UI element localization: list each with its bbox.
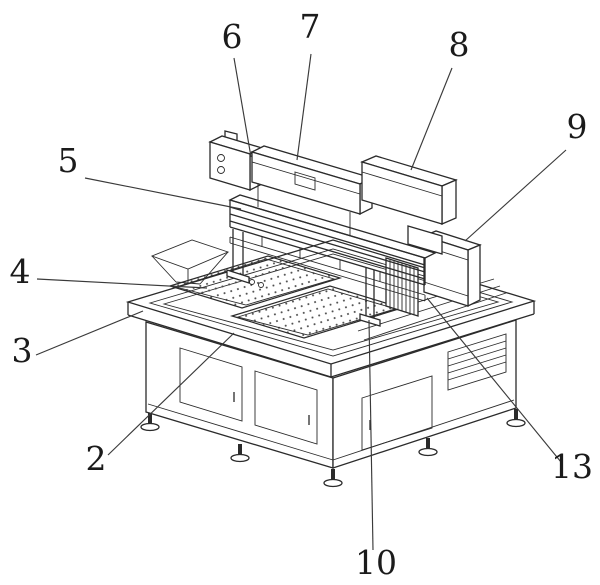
long-module-seam (251, 161, 361, 195)
leader-line-7 (296, 53, 312, 161)
vent-grille-frame (447, 333, 507, 391)
cabinet-door-right (361, 375, 433, 451)
crossbeam-rails (229, 199, 426, 286)
base-cabinet (145, 319, 517, 469)
gantry-left-post-base (226, 269, 250, 284)
vent-grille-slats (447, 340, 507, 381)
ref-label-2: 2 (86, 439, 107, 478)
leader-line-10 (368, 319, 374, 551)
leader-line-3 (35, 310, 144, 356)
leader-lines (35, 53, 567, 551)
foot-pad (230, 453, 250, 463)
material-hopper (150, 239, 230, 285)
table-bolt-2 (258, 282, 264, 288)
leader-line-4 (36, 278, 208, 289)
slab-thickness-edges (127, 301, 535, 378)
tabletop-contents (150, 239, 507, 341)
tower-right-face (467, 244, 481, 308)
foot-pad (140, 422, 160, 432)
ref-label-5: 5 (58, 141, 79, 180)
ref-label-7: 7 (300, 7, 321, 46)
ref-label-6: 6 (222, 17, 243, 56)
ref-label-8: 8 (449, 25, 470, 64)
right-module-front (361, 161, 443, 225)
long-module-panel (294, 171, 316, 191)
cabinet-door-left-1 (179, 347, 243, 422)
foot-pad (323, 478, 343, 488)
cabinet-right-face (332, 319, 517, 469)
leader-line-5 (84, 177, 242, 210)
slatted-block-fins (389, 259, 415, 315)
right-module-seam (361, 171, 443, 197)
ref-label-9: 9 (567, 107, 588, 146)
foot-pad (506, 418, 526, 428)
reference-labels: 2 3 4 5 6 7 8 9 10 13 (10, 7, 594, 582)
hopper-walls (151, 251, 229, 285)
motor-box-front (209, 141, 251, 191)
leader-line-13 (426, 297, 562, 463)
leader-line-2 (107, 332, 235, 456)
gantry (208, 130, 482, 327)
vertical-post (365, 268, 375, 318)
ref-label-4: 4 (10, 252, 31, 291)
ref-label-3: 3 (12, 331, 33, 370)
right-module-side (441, 179, 457, 225)
right-module-box (360, 155, 458, 255)
ref-label-13: 13 (551, 447, 593, 486)
ref-label-10: 10 (355, 543, 397, 582)
motor-box-bolt-1 (217, 154, 225, 162)
long-module-supports (257, 183, 351, 236)
right-module-bracket (407, 225, 443, 255)
cabinet-door-left-2 (254, 370, 318, 445)
gantry-left-post (232, 229, 244, 275)
gantry-crossbeam (228, 194, 437, 302)
long-module-front (251, 151, 361, 215)
crossbeam-lower-rail (229, 236, 426, 302)
perforated-plate-left-border (174, 258, 336, 306)
vertical-post-base (359, 313, 381, 327)
foot-pad (418, 447, 438, 457)
leveling-feet (140, 409, 526, 488)
leader-line-6 (233, 57, 252, 158)
leader-line-9 (464, 149, 567, 242)
perforated-plate-left (167, 255, 343, 309)
leader-line-8 (410, 67, 453, 171)
foot-stems (148, 409, 518, 480)
motor-box-bolt-2 (217, 166, 225, 174)
